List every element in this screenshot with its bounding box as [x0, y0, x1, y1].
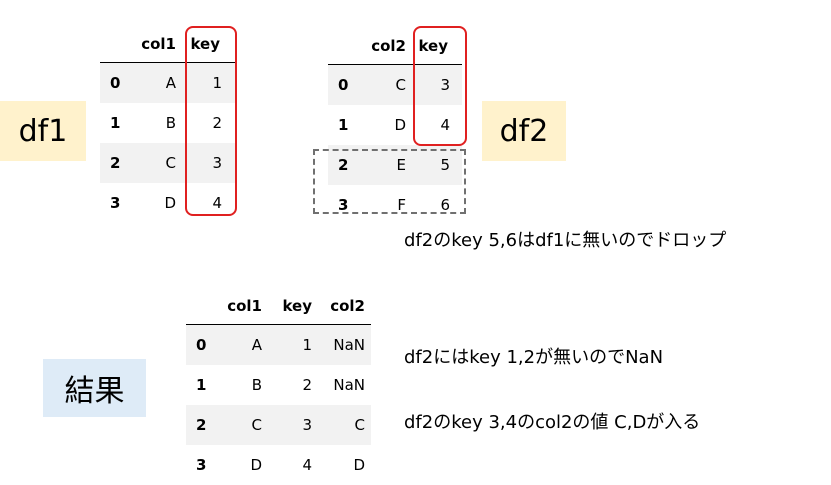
cell: 5 — [406, 145, 462, 185]
cell: C — [312, 405, 371, 445]
result-badge: 結果 — [43, 359, 146, 417]
cell: C — [136, 143, 176, 183]
df2-col-header: col2 — [362, 28, 406, 65]
df1-col-header: col1 — [136, 26, 176, 63]
result-header-row: col1 key col2 — [186, 288, 371, 325]
cell: 3 — [262, 405, 312, 445]
df2-row: 1 D 4 — [328, 105, 462, 145]
df2-header-row: col2 key — [328, 28, 462, 65]
df2-table: col2 key 0 C 3 1 D 4 2 E 5 3 F 6 — [328, 28, 462, 225]
result-col-header: col2 — [312, 288, 371, 325]
cell: D — [394, 116, 406, 134]
row-index: 1 — [338, 116, 349, 134]
df1-row: 3 D 4 — [100, 183, 236, 223]
cell: C — [226, 405, 262, 445]
row-index: 0 — [186, 324, 226, 365]
df2-key-highlight — [413, 26, 467, 146]
cell: 3 — [406, 64, 462, 105]
drop-note: df2のkey 5,6はdf1に無いのでドロップ — [404, 230, 727, 251]
row-index: 1 — [110, 114, 121, 132]
df2-badge: df2 — [482, 101, 566, 161]
result-col-header: key — [262, 288, 312, 325]
result-badge-label: 結果 — [64, 374, 125, 409]
row-index: 2 — [328, 145, 362, 185]
result-row: 2 C 3 C — [186, 405, 371, 445]
cell: 6 — [440, 196, 450, 214]
cell: D — [353, 456, 365, 474]
df1-key-highlight — [185, 26, 237, 216]
cell: 1 — [262, 324, 312, 365]
df1-row: 1 B 2 — [100, 103, 236, 143]
row-index: 2 — [100, 143, 136, 183]
cell: A — [226, 324, 262, 365]
df2-row: 2 E 5 — [328, 145, 462, 185]
result-col-header: col1 — [226, 288, 262, 325]
row-index: 0 — [328, 64, 362, 105]
row-index: 3 — [338, 196, 349, 214]
row-index: 0 — [100, 62, 136, 103]
df1-table: col1 key 0 A 1 1 B 2 2 C 3 3 D 4 — [100, 26, 236, 223]
df2-col-header: key — [406, 28, 462, 65]
cell: C — [362, 64, 406, 105]
df2-row: 3 F 6 — [328, 185, 462, 225]
cell: E — [362, 145, 406, 185]
cell: B — [165, 114, 176, 132]
result-row: 1 B 2 NaN — [186, 365, 371, 405]
row-index: 3 — [110, 194, 121, 212]
df2-dropped-rows-box — [313, 149, 466, 214]
row-index: 2 — [186, 405, 226, 445]
cell: B — [251, 376, 262, 394]
cell: NaN — [312, 324, 371, 365]
cell: 4 — [440, 116, 450, 134]
row-index: 1 — [196, 376, 207, 394]
df1-row: 2 C 3 — [100, 143, 236, 183]
cell: 2 — [212, 114, 222, 132]
df2-row: 0 C 3 — [328, 64, 462, 105]
result-table: col1 key col2 0 A 1 NaN 1 B 2 NaN 2 C 3 … — [186, 288, 371, 485]
df1-badge: df1 — [0, 101, 86, 161]
cell: NaN — [333, 376, 365, 394]
nan-note: df2にはkey 1,2が無いのでNaN — [404, 347, 664, 368]
cell: A — [136, 62, 176, 103]
values-note: df2のkey 3,4のcol2の値 C,Dが入る — [404, 412, 701, 433]
cell: F — [397, 196, 406, 214]
cell: D — [164, 194, 176, 212]
result-row: 0 A 1 NaN — [186, 324, 371, 365]
df2-badge-label: df2 — [499, 113, 549, 149]
df1-badge-label: df1 — [18, 113, 68, 149]
cell: D — [250, 456, 262, 474]
row-index: 3 — [196, 456, 207, 474]
result-row: 3 D 4 D — [186, 445, 371, 485]
df1-header-row: col1 key — [100, 26, 236, 63]
cell: 4 — [302, 456, 312, 474]
cell: 2 — [302, 376, 312, 394]
cell: 4 — [212, 194, 222, 212]
